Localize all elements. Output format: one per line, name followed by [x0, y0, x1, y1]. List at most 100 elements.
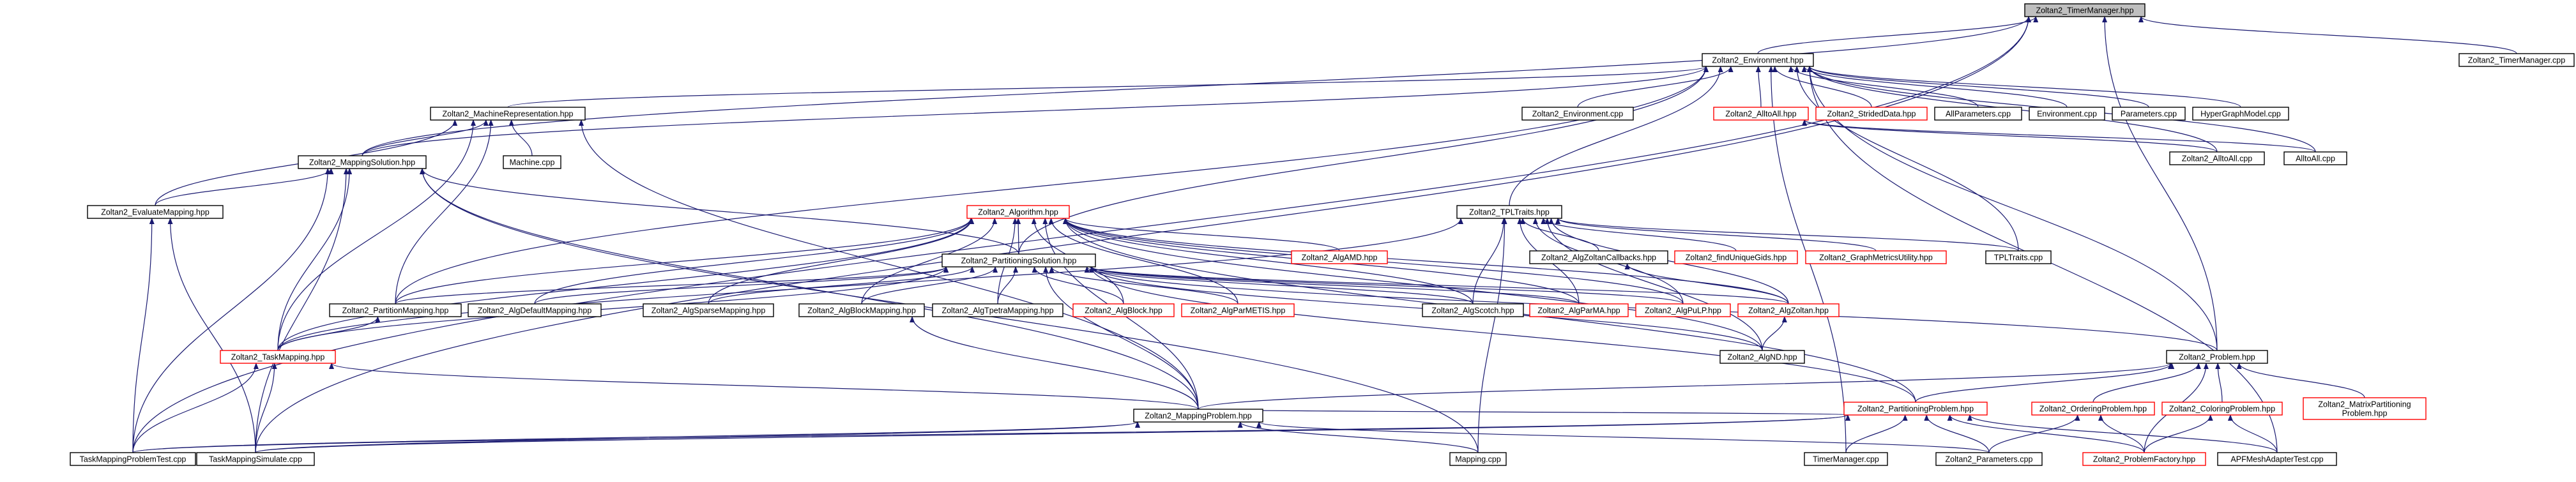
node-environment-cpp[interactable]: Zoltan2_Environment.cpp — [1521, 107, 1634, 121]
node-box — [503, 155, 561, 169]
node-label: Zoltan2_AlgSparseMapping.hpp — [652, 306, 766, 315]
node-label: Zoltan2_findUniqueGids.hpp — [1686, 253, 1787, 262]
edges-layer — [132, 16, 2517, 453]
node-tpltraits-cpp[interactable]: TPLTraits.cpp — [1985, 250, 2052, 264]
node-algblock-hpp[interactable]: Zoltan2_AlgBlock.hpp — [1072, 303, 1175, 317]
node-mapping-cpp[interactable]: Mapping.cpp — [1449, 452, 1507, 466]
node-hypergraphmodel-cpp[interactable]: HyperGraphModel.cpp — [2192, 107, 2289, 121]
node-label: Zoltan2_AlgZoltanCallbacks.hpp — [1541, 253, 1656, 262]
node-algsparsemapping-hpp[interactable]: Zoltan2_AlgSparseMapping.hpp — [643, 303, 774, 317]
edge-mappingproblem_hpp-to-mappingsolution_hpp — [420, 168, 1199, 410]
node-algpulp-hpp[interactable]: Zoltan2_AlgPuLP.hpp — [1635, 303, 1731, 317]
node-box — [1805, 250, 1947, 264]
node-algparma-hpp[interactable]: Zoltan2_AlgParMA.hpp — [1529, 303, 1629, 317]
node-label: TaskMappingSimulate.cpp — [209, 455, 302, 464]
node-taskmapping-hpp[interactable]: Zoltan2_TaskMapping.hpp — [220, 350, 336, 364]
node-allparameters-cpp[interactable]: AllParameters.cpp — [1934, 107, 2022, 121]
node-algblockmapping-hpp[interactable]: Zoltan2_AlgBlockMapping.hpp — [798, 303, 925, 317]
node-box — [1291, 250, 1388, 264]
node-box — [1449, 452, 1507, 466]
node-taskmappingsimulate-cpp[interactable]: TaskMappingSimulate.cpp — [196, 452, 315, 466]
node-z2parameters-cpp[interactable]: Zoltan2_Parameters.cpp — [1935, 452, 2043, 466]
edge-orderingproblem_hpp-to-problem_hpp — [2092, 363, 2201, 403]
node-box — [1674, 250, 1798, 264]
node-partproblem-hpp[interactable]: Zoltan2_PartitioningProblem.hpp — [1843, 402, 1988, 416]
node-algdefaultmapping-hpp[interactable]: Zoltan2_AlgDefaultMapping.hpp — [468, 303, 602, 317]
edge-taskmappingsimulate_cpp-to-evaluatemapping_hpp — [167, 218, 256, 453]
edge-algdefaultmapping_hpp-to-algorithm_hpp — [534, 218, 973, 305]
node-zcallbacks-hpp[interactable]: Zoltan2_AlgZoltanCallbacks.hpp — [1529, 250, 1668, 264]
edge-taskmapping_hpp-to-algorithm_hpp — [277, 218, 973, 351]
node-timermanager-test-cpp[interactable]: TimerManager.cpp — [1804, 452, 1888, 466]
node-box — [1529, 303, 1629, 317]
node-coloringproblem-hpp[interactable]: Zoltan2_ColoringProblem.hpp — [2161, 402, 2283, 416]
edge-algnd_hpp-to-algzoltan_hpp — [1762, 316, 1787, 351]
node-algzoltan-hpp[interactable]: Zoltan2_AlgZoltan.hpp — [1737, 303, 1840, 317]
edge-tpltraits_cpp-to-tpltraits_hpp — [1555, 218, 2019, 252]
node-alltoall-cpp-b[interactable]: AlltoAll.cpp — [2283, 151, 2347, 165]
node-orderingproblem-hpp[interactable]: Zoltan2_OrderingProblem.hpp — [2031, 402, 2155, 416]
edge-taskmappingsimulate_cpp-to-taskmapping_hpp — [255, 363, 277, 453]
node-machine-cpp[interactable]: Machine.cpp — [503, 155, 561, 169]
node-box — [1702, 53, 1814, 67]
edge-algzoltan_hpp-to-zcallbacks_hpp — [1624, 263, 1789, 305]
node-algparmetis-hpp[interactable]: Zoltan2_AlgParMETIS.hpp — [1181, 303, 1295, 317]
node-timermanager-cpp[interactable]: Zoltan2_TimerManager.cpp — [2458, 53, 2575, 67]
edge-allparameters_cpp-to-environment_hpp — [1788, 66, 1979, 108]
edge-taskmappingproblemtest_cpp-to-mappingsolution_hpp — [132, 168, 331, 453]
node-label: TaskMappingProblemTest.cpp — [80, 455, 187, 464]
node-problem-hpp[interactable]: Zoltan2_Problem.hpp — [2166, 350, 2268, 364]
node-mappingproblem-hpp[interactable]: Zoltan2_MappingProblem.hpp — [1133, 409, 1263, 423]
node-environment-test-cpp[interactable]: Environment.cpp — [2029, 107, 2105, 121]
node-label: Zoltan2_Parameters.cpp — [1946, 455, 2033, 464]
node-algamd-hpp[interactable]: Zoltan2_AlgAMD.hpp — [1291, 250, 1388, 264]
node-tpltraits-hpp[interactable]: Zoltan2_TPLTraits.hpp — [1456, 205, 1562, 219]
node-box — [2458, 53, 2575, 67]
node-box — [220, 350, 336, 364]
edge-mappingproblem_hpp-to-problem_hpp — [1198, 363, 2173, 410]
edge-machine_cpp-to-machinerep_hpp — [508, 119, 533, 156]
edge-apfmeshadaptertest_cpp-to-coloringproblem_hpp — [2227, 414, 2278, 453]
edge-partproblem_hpp-to-partsolution_hpp — [1089, 266, 1916, 403]
node-label: Zoltan2_MatrixPartitioning — [2318, 400, 2411, 409]
node-label: Parameters.cpp — [2121, 110, 2177, 119]
node-taskmappingproblemtest-cpp[interactable]: TaskMappingProblemTest.cpp — [70, 452, 196, 466]
node-parameters-cpp[interactable]: Parameters.cpp — [2112, 107, 2186, 121]
node-algnd-hpp[interactable]: Zoltan2_AlgND.hpp — [1719, 350, 1805, 364]
node-apfmeshadaptertest-cpp[interactable]: APFMeshAdapterTest.cpp — [2217, 452, 2337, 466]
node-finduniquegids-hpp[interactable]: Zoltan2_findUniqueGids.hpp — [1674, 250, 1798, 264]
node-label: Zoltan2_MappingSolution.hpp — [309, 158, 415, 167]
edge-partproblem_hpp-to-problem_hpp — [1915, 363, 2175, 403]
edge-partitionmapping_hpp-to-machinerep_hpp — [395, 119, 494, 305]
node-algtpetramapping-hpp[interactable]: Zoltan2_AlgTpetraMapping.hpp — [932, 303, 1063, 317]
node-timermanager-hpp[interactable]: Zoltan2_TimerManager.hpp — [2024, 3, 2145, 17]
node-box — [2112, 107, 2186, 121]
edge-algblockmapping_hpp-to-partsolution_hpp — [861, 266, 998, 305]
edge-machinerep_hpp-to-environment_hpp — [507, 66, 1709, 108]
node-box — [2192, 107, 2289, 121]
node-machinerep-hpp[interactable]: Zoltan2_MachineRepresentation.hpp — [430, 107, 586, 121]
node-strideddata-hpp[interactable]: Zoltan2_StridedData.hpp — [1815, 107, 1928, 121]
node-graphmetrics-hpp[interactable]: Zoltan2_GraphMetricsUtility.hpp — [1805, 250, 1947, 264]
node-evaluatemapping-hpp[interactable]: Zoltan2_EvaluateMapping.hpp — [87, 205, 224, 219]
edge-mappingproblem_hpp-to-partproblem_hpp — [1198, 409, 1849, 416]
node-alltoall-cpp-a[interactable]: Zoltan2_AlltoAll.cpp — [2169, 151, 2265, 165]
node-box — [1635, 303, 1731, 317]
node-partsolution-hpp[interactable]: Zoltan2_PartitioningSolution.hpp — [941, 253, 1096, 267]
edge-problem_hpp-to-timermanager_hpp — [2102, 16, 2218, 351]
edge-mappingproblem_hpp-to-taskmapping_hpp — [329, 363, 1199, 410]
node-mappingsolution-hpp[interactable]: Zoltan2_MappingSolution.hpp — [298, 155, 427, 169]
node-alltoall-hpp[interactable]: Zoltan2_AlltoAll.hpp — [1713, 107, 1809, 121]
node-algscotch-hpp[interactable]: Zoltan2_AlgScotch.hpp — [1422, 303, 1524, 317]
node-label: Zoltan2_AlgScotch.hpp — [1431, 306, 1514, 315]
edge-algpulp_hpp-to-partsolution_hpp — [1089, 266, 1684, 305]
node-problemfactory-hpp[interactable]: Zoltan2_ProblemFactory.hpp — [2082, 452, 2206, 466]
node-environment-hpp[interactable]: Zoltan2_Environment.hpp — [1702, 53, 1814, 67]
node-box — [329, 303, 462, 317]
edge-zcallbacks_hpp-to-tpltraits_hpp — [1520, 218, 1599, 252]
nodes-layer: Zoltan2_TimerManager.hppZoltan2_Environm… — [70, 3, 2575, 466]
node-label: Zoltan2_AlgTpetraMapping.hpp — [941, 306, 1053, 315]
node-partitionmapping-hpp[interactable]: Zoltan2_PartitionMapping.hpp — [329, 303, 462, 317]
node-algorithm-hpp[interactable]: Zoltan2_Algorithm.hpp — [966, 205, 1070, 219]
